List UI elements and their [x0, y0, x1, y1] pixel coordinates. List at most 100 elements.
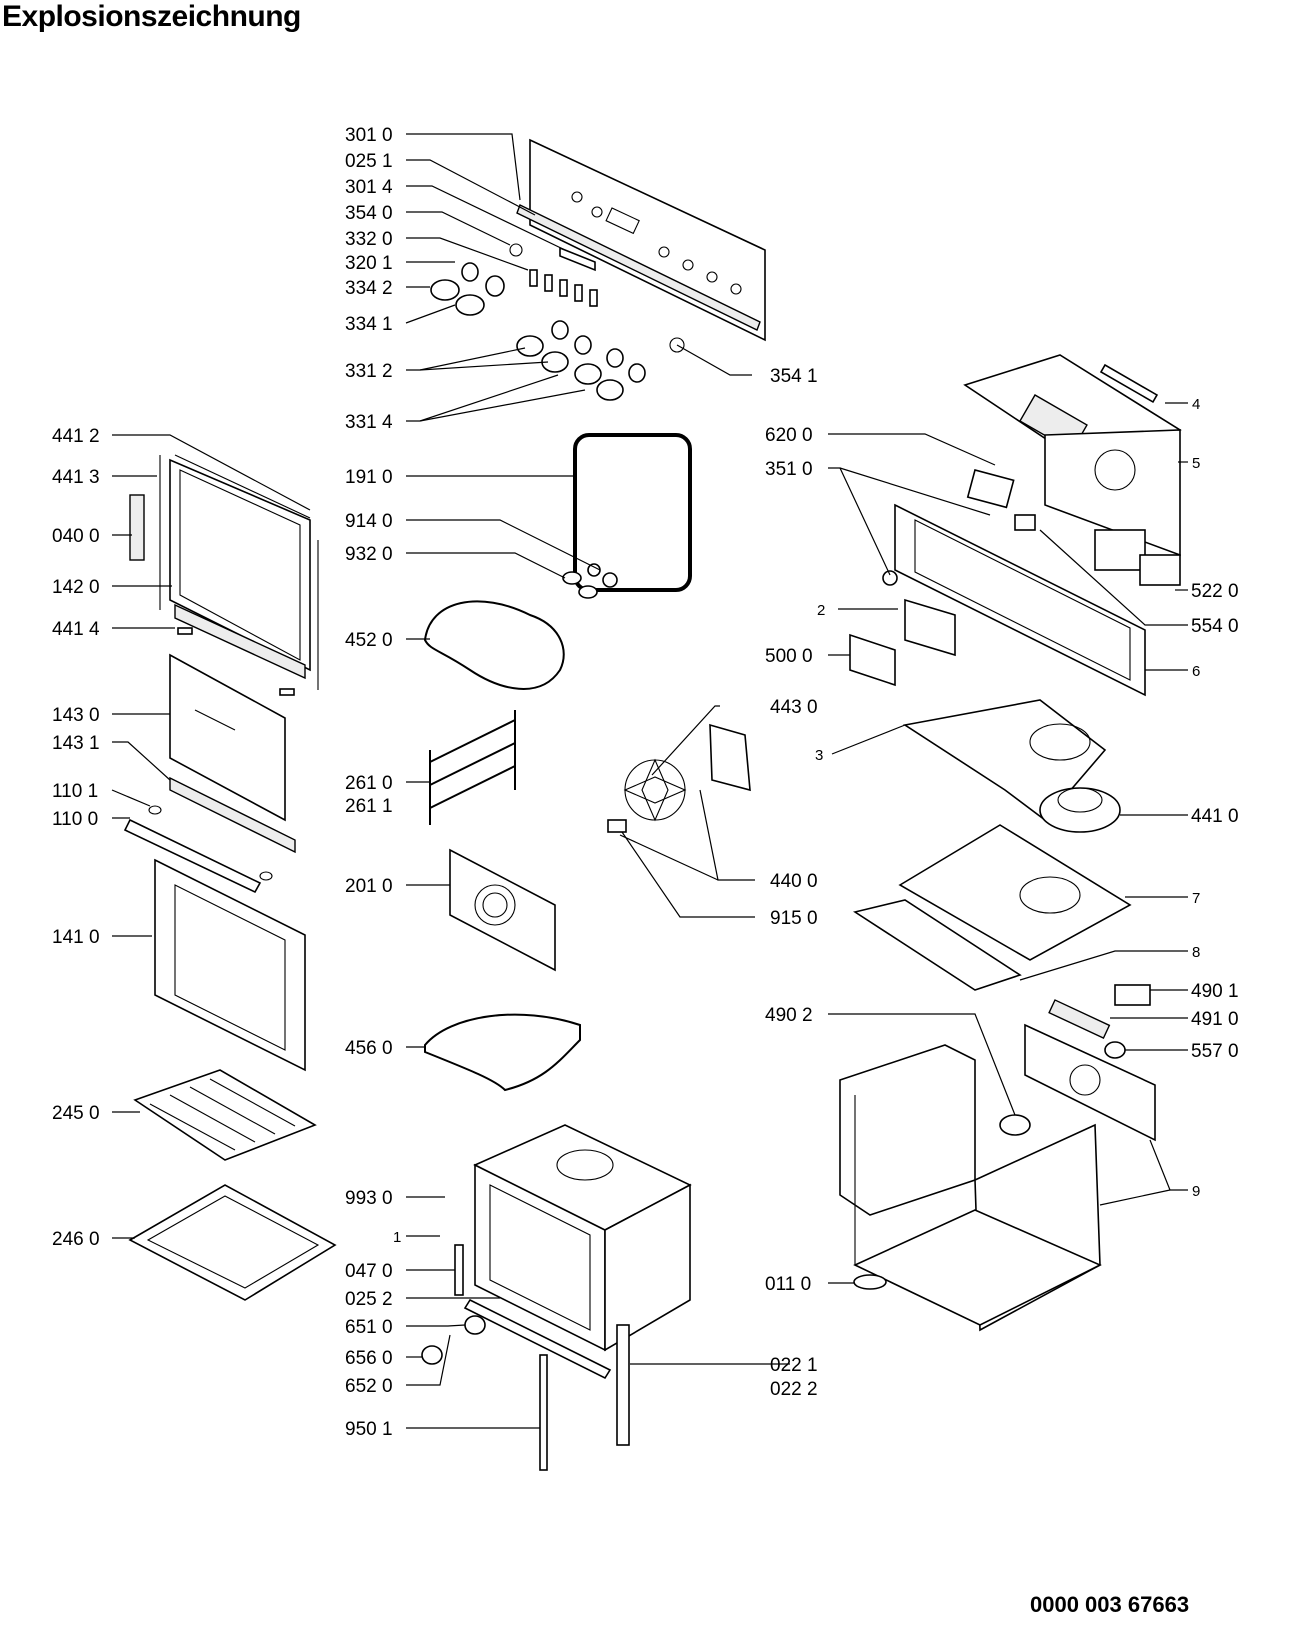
- callout-4560: 456 0: [345, 1038, 393, 1059]
- callout-9: 9: [1192, 1183, 1200, 1200]
- timer-module-part: [849, 598, 956, 687]
- callout-2: 2: [817, 602, 825, 619]
- callout-1101: 110 1: [52, 781, 98, 802]
- door-glass-part: [169, 653, 296, 854]
- callout-2010: 201 0: [345, 876, 393, 897]
- relay-block-part: [1094, 529, 1181, 586]
- front-trim-part: [853, 899, 1022, 991]
- callout-4520: 452 0: [345, 630, 393, 651]
- callout-4412: 441 2: [52, 426, 100, 447]
- callout-3541: 354 1: [770, 366, 818, 387]
- callout-0400: 040 0: [52, 526, 100, 547]
- callout-2460: 246 0: [52, 1229, 100, 1250]
- callout-4910: 491 0: [1191, 1009, 1239, 1030]
- display-strip-part: [559, 246, 596, 272]
- callout-4902: 490 2: [765, 1005, 813, 1026]
- door-hinge-strip-part: [174, 603, 306, 696]
- callout-5000: 500 0: [765, 646, 813, 667]
- terminal-block-part: [966, 469, 1015, 509]
- callout-3510: 351 0: [765, 459, 813, 480]
- callout-0470: 047 0: [345, 1261, 393, 1282]
- callout-4400: 440 0: [770, 871, 818, 892]
- door-switch-part: [1048, 984, 1151, 1059]
- callout-1410: 141 0: [52, 927, 100, 948]
- heating-element-top-part: [423, 563, 618, 690]
- rear-wall-part: [1024, 1023, 1156, 1142]
- hinge-bracket-part: [616, 1324, 630, 1446]
- callout-4: 4: [1192, 396, 1200, 413]
- callout-7: 7: [1192, 890, 1200, 907]
- small-bracket-part: [454, 1244, 464, 1296]
- callout-3: 3: [815, 747, 823, 764]
- callout-5570: 557 0: [1191, 1041, 1239, 1062]
- callout-1420: 142 0: [52, 577, 100, 598]
- leader-lines: [111, 133, 1188, 1429]
- callout-3342: 334 2: [345, 278, 393, 299]
- page-title: Explosionszeichnung: [2, 0, 301, 33]
- door-handle-part: [123, 805, 273, 894]
- callout-3341: 334 1: [345, 314, 393, 335]
- callout-6520: 652 0: [345, 1376, 393, 1397]
- base-plate-part: [898, 824, 1132, 961]
- callout-0251: 025 1: [345, 151, 393, 172]
- knob-spindles-part: [509, 243, 685, 353]
- callout-4414: 441 4: [52, 619, 100, 640]
- callout-6560: 656 0: [345, 1348, 393, 1369]
- callout-9320: 932 0: [345, 544, 393, 565]
- fascia-frame-part: [882, 503, 1146, 697]
- callout-2610: 261 0: [345, 773, 393, 794]
- callout-3320: 332 0: [345, 229, 393, 250]
- door-frame-part: [129, 454, 319, 690]
- door-seal-part: [573, 433, 692, 592]
- callout-2611: 261 1: [345, 796, 393, 817]
- knobs-part: [430, 262, 646, 401]
- thermostat-knob-part: [421, 1315, 486, 1365]
- cavity-front-strip-part: [463, 1298, 612, 1380]
- callout-9930: 993 0: [345, 1188, 393, 1209]
- callout-0110: 011 0: [765, 1274, 811, 1295]
- wire-rack-part: [133, 1069, 317, 1161]
- callout-5: 5: [1192, 455, 1200, 472]
- callout-1431: 143 1: [52, 733, 100, 754]
- callout-1910: 191 0: [345, 467, 393, 488]
- callout-3540: 354 0: [345, 203, 393, 224]
- side-rail-part: [539, 1354, 548, 1471]
- bracket-4-part: [1099, 363, 1159, 404]
- baking-tray-part: [128, 1184, 337, 1301]
- callout-6200: 620 0: [765, 425, 813, 446]
- callout-1430: 143 0: [52, 705, 100, 726]
- callout-6: 6: [1192, 663, 1200, 680]
- callout-4901: 490 1: [1191, 981, 1239, 1002]
- callout-0222: 022 2: [770, 1379, 818, 1400]
- callout-5540: 554 0: [1191, 616, 1239, 637]
- outer-casing-part: [839, 1044, 1102, 1332]
- callout-9150: 915 0: [770, 908, 818, 929]
- callout-3014: 301 4: [345, 177, 393, 198]
- shelf-guides-part: [429, 710, 516, 825]
- callout-3010: 301 0: [345, 125, 393, 146]
- callout-2450: 245 0: [52, 1103, 100, 1124]
- callout-9501: 950 1: [345, 1419, 393, 1440]
- cooling-fan-part: [1039, 787, 1121, 833]
- callout-6510: 651 0: [345, 1317, 393, 1338]
- oven-cavity-part: [473, 1124, 692, 1352]
- lamp-part: [999, 1114, 1031, 1136]
- callout-8: 8: [1192, 944, 1200, 961]
- air-duct-part: [902, 699, 1107, 822]
- callout-4413: 441 3: [52, 467, 100, 488]
- callout-1: 1: [393, 1229, 401, 1246]
- callout-3201: 320 1: [345, 253, 393, 274]
- callout-9140: 914 0: [345, 511, 393, 532]
- fan-motor-part: [607, 723, 751, 833]
- callout-labels: 301 0 025 1 301 4 354 0 332 0 320 1 334 …: [52, 125, 1239, 1440]
- outer-door-part: [154, 858, 306, 1072]
- control-panel-part: [516, 138, 766, 342]
- foot-part: [853, 1274, 887, 1290]
- callout-1100: 110 0: [52, 809, 98, 830]
- callout-4430: 443 0: [770, 697, 818, 718]
- fan-cover-part: [449, 848, 556, 972]
- callout-3314: 331 4: [345, 412, 393, 433]
- callout-4410: 441 0: [1191, 806, 1239, 827]
- heating-element-bottom-part: [424, 1013, 581, 1092]
